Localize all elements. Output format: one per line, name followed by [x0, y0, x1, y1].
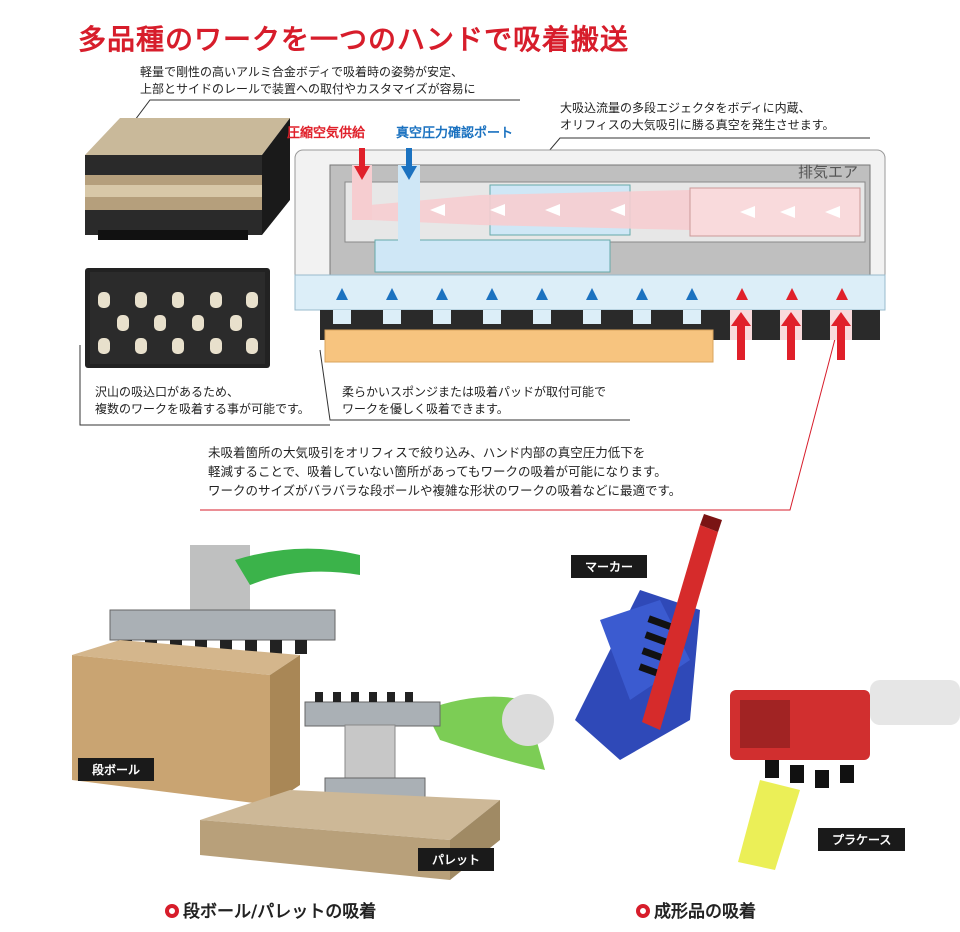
- cardboard-label: 段ボール: [78, 758, 155, 781]
- ejector-cross-section: [294, 148, 886, 363]
- marker-photo: [575, 514, 722, 760]
- plastic-case-label: プラケース: [818, 828, 906, 851]
- section-molded-parts: 成形品の吸着: [636, 897, 756, 922]
- suction-ports-image: [85, 268, 270, 368]
- bullet-ring-icon: [636, 904, 650, 918]
- marker-label: マーカー: [571, 555, 648, 578]
- body-note: 軽量で剛性の高いアルミ合金ボディで吸着時の姿勢が安定、 上部とサイドのレールで装…: [140, 65, 476, 96]
- vacuum-port-label: 真空圧力確認ポート: [396, 126, 514, 141]
- ejector-note: 大吸込流量の多段エジェクタをボディに内蔵、 オリフィスの大気吸引に勝る真空を発生…: [560, 101, 835, 132]
- section-cardboard-pallet: 段ボール/パレットの吸着: [165, 897, 376, 922]
- pallet-photo: [200, 692, 554, 880]
- page-title: 多品種のワークを一つのハンドで吸着搬送: [78, 23, 630, 56]
- sponge-note: 柔らかいスポンジまたは吸着パッドが取付可能で ワークを優しく吸着できます。: [342, 385, 607, 416]
- exhaust-label: 排気エア: [798, 163, 859, 181]
- ports-note: 沢山の吸込口があるため、 複数のワークを吸着する事が可能です。: [95, 385, 310, 416]
- orifice-note: 未吸着箇所の大気吸引をオリフィスで絞り込み、ハンド内部の真空圧力低下を 軽減する…: [208, 445, 682, 498]
- bullet-ring-icon: [165, 904, 179, 918]
- product-body-image: [85, 118, 290, 240]
- pallet-label: パレット: [418, 848, 495, 871]
- plastic-case-photo: [730, 680, 960, 870]
- air-supply-label: 圧縮空気供給: [287, 126, 366, 141]
